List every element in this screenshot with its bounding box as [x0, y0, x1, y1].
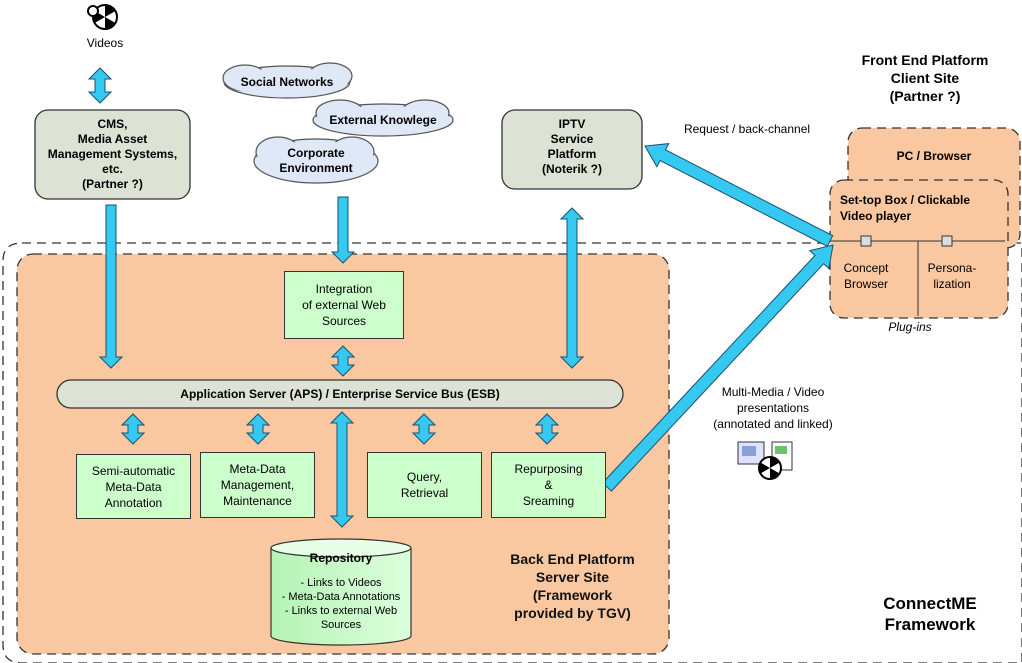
- management-box: Meta-Data Management, Maintenance: [200, 452, 315, 518]
- esb-management-arrow: [245, 413, 271, 445]
- cms-box: [34, 109, 191, 200]
- personalization-plugin-slot: [941, 235, 953, 247]
- concept-plugin-slot: [860, 235, 872, 247]
- integration-esb-arrow: [330, 345, 356, 377]
- plugins-label: Plug-ins: [888, 320, 932, 334]
- frontend-iptv-request-arrow: [644, 143, 834, 247]
- iptv-esb-arrow: [559, 207, 585, 369]
- external-knowledge-cloud: [312, 99, 454, 137]
- repository-items: - Links to Videos - Meta-Data Annotation…: [281, 577, 401, 631]
- clouds-integration-arrow: [330, 196, 356, 264]
- query-box: Query, Retrieval: [367, 452, 482, 518]
- esb-label: Application Server (APS) / Enterprise Se…: [180, 387, 500, 401]
- corporate-environment-label: Corporate Environment: [279, 146, 353, 175]
- backend-title: Back End Platform Server Site (Framework…: [510, 551, 635, 621]
- social-networks-cloud: [222, 62, 353, 99]
- esb-repository-arrow: [329, 411, 355, 528]
- esb-query-arrow: [411, 413, 437, 445]
- integration-box: Integration of external Web Sources: [284, 271, 404, 339]
- repurposing-box: Repurposing & Sreaming: [491, 452, 606, 518]
- personalization-label: Persona- lization: [927, 261, 977, 291]
- framework-title: ConnectME Framework: [883, 594, 977, 634]
- external-knowledge-label: External Knowlege: [329, 113, 437, 127]
- esb-repurposing-arrow: [534, 413, 560, 445]
- pc-browser-label: PC / Browser: [896, 149, 972, 163]
- iptv-box: [501, 109, 643, 190]
- esb-bar: [56, 379, 624, 409]
- concept-browser-label: Concept Browser: [843, 261, 889, 291]
- multimedia-presentation-icon: [737, 441, 793, 480]
- settop-box-label: Set-top Box / Clickable Video player: [840, 193, 971, 223]
- repurposing-frontend-arrow: [601, 244, 834, 492]
- frontend-title: Front End Platform Client Site (Partner …: [861, 52, 989, 104]
- film-reel-icon: [87, 4, 118, 30]
- multimedia-label: Multi-Media / Video presentations (annot…: [713, 385, 833, 431]
- annotation-box: Semi-automatic Meta-Data Annotation: [76, 454, 191, 519]
- repository-cylinder: [270, 538, 412, 646]
- iptv-label: IPTV Service Platform (Noterik ?): [542, 117, 602, 176]
- esb-annotation-arrow: [120, 413, 146, 445]
- videos-label: Videos: [86, 36, 124, 50]
- cms-esb-arrow: [98, 204, 124, 369]
- social-networks-label: Social Networks: [240, 75, 334, 89]
- request-backchannel-label: Request / back-channel: [683, 122, 811, 136]
- corporate-environment-cloud: [253, 136, 379, 184]
- videos-cms-arrow: [87, 67, 113, 104]
- cms-label: CMS, Media Asset Management Systems, etc…: [47, 117, 178, 191]
- repository-title: Repository: [309, 551, 373, 565]
